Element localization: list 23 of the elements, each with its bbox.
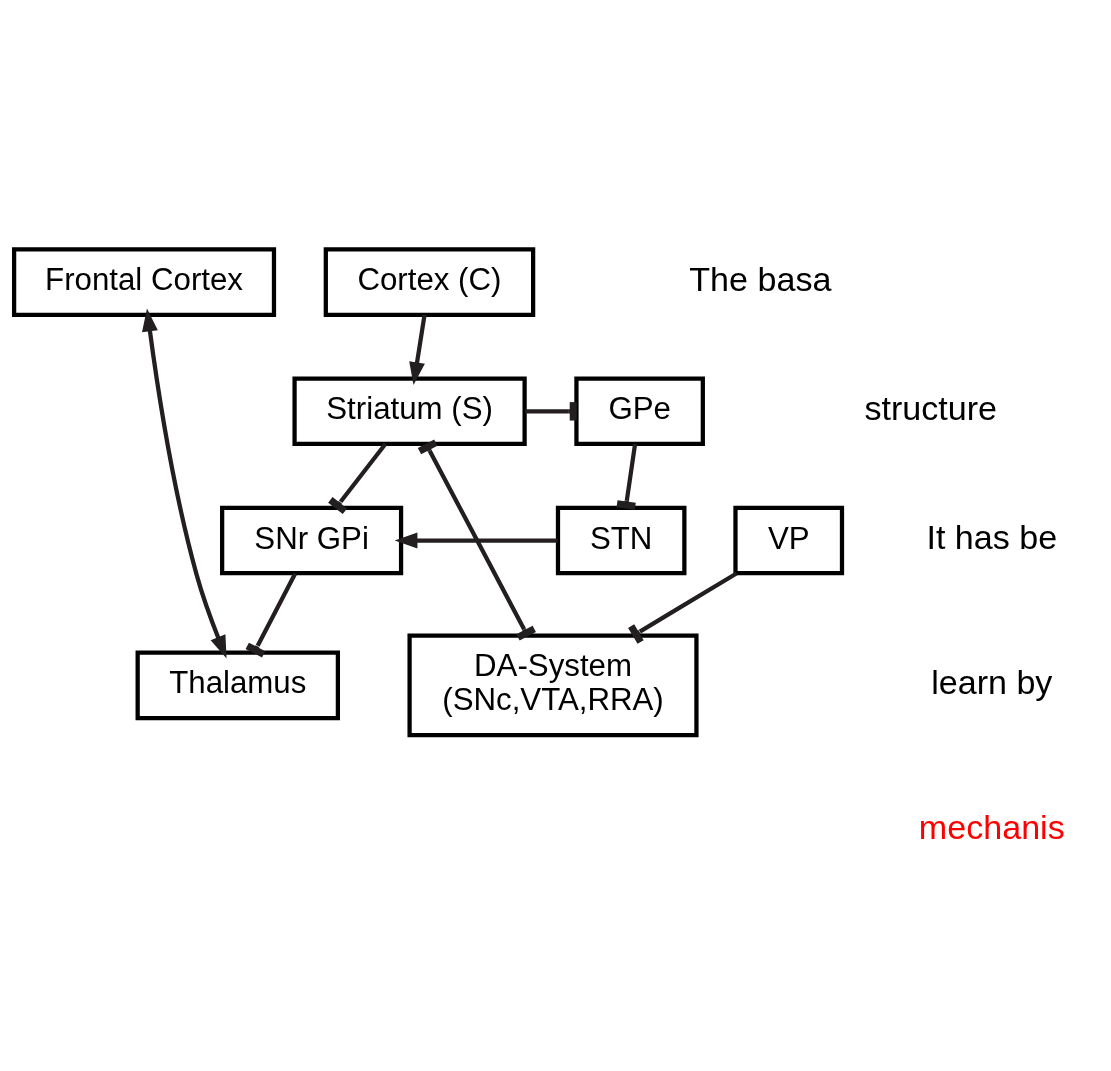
node-box: Frontal Cortex — [12, 247, 277, 317]
label: The basa — [689, 259, 832, 298]
node-box: SNr GPi — [220, 505, 404, 576]
arrow — [394, 532, 558, 549]
arrow — [142, 308, 227, 659]
label: mechanis — [918, 808, 1065, 847]
node-box: DA-System (SNc,VTA,RRA) — [407, 633, 699, 738]
node-box: Striatum (S) — [292, 376, 527, 447]
arrow — [409, 314, 427, 385]
node-box: Thalamus — [135, 650, 340, 721]
connector — [525, 402, 577, 421]
connector — [328, 442, 388, 515]
node-box: STN — [555, 505, 687, 576]
node-box: GPe — [574, 376, 705, 447]
connector — [417, 439, 536, 641]
connector — [628, 571, 738, 644]
label: learn by — [931, 663, 1053, 702]
connector — [245, 572, 298, 658]
node-box: Cortex (C) — [323, 247, 536, 317]
label: It has be — [926, 518, 1058, 557]
connector — [616, 443, 638, 510]
node-box: VP — [733, 505, 845, 576]
label: structure — [864, 389, 998, 428]
